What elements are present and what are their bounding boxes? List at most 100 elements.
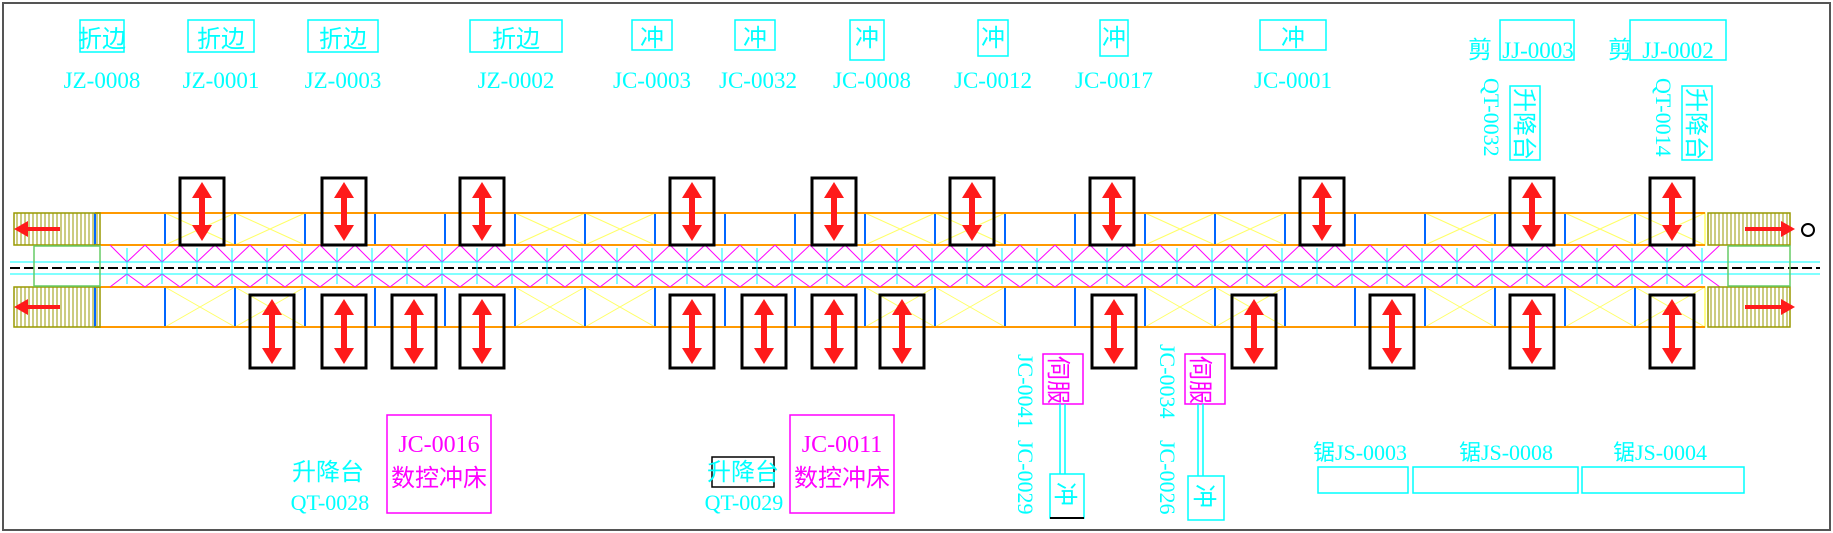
brace [109, 244, 128, 263]
brace [336, 244, 356, 263]
brace [424, 244, 443, 263]
brace [161, 244, 181, 263]
transfer-arrow-head [334, 225, 354, 241]
station-label: 冲 [640, 25, 664, 52]
brace [336, 273, 356, 288]
brace [109, 273, 128, 288]
brace [1351, 244, 1371, 263]
lift-label: 升降台 [707, 459, 779, 486]
cnc-press-name: 数控冲床 [391, 465, 487, 492]
transfer-arrow-head [1522, 225, 1542, 241]
transfer-arrow-head [14, 221, 28, 237]
brace [1666, 244, 1686, 263]
transfer-arrow-head [472, 299, 492, 315]
lift-code: QT-0028 [291, 490, 370, 515]
brace [1229, 244, 1248, 263]
brace [931, 244, 951, 263]
brace [494, 273, 513, 288]
brace [1439, 273, 1458, 288]
station-label-box [1259, 19, 1327, 51]
bay-hatch [1144, 212, 1216, 246]
transfer-arrow-head [404, 299, 424, 315]
brace [1404, 244, 1423, 263]
bottom-lift: 升降台 QT-0029 [705, 456, 783, 515]
transfer-arrow-head [334, 348, 354, 364]
lift-label-box [1681, 85, 1713, 161]
transfer-unit-frame [668, 293, 716, 370]
brace [354, 273, 373, 288]
cnc-press-name: 数控冲床 [794, 465, 890, 492]
cnc-press-box [789, 414, 895, 514]
brace [231, 244, 251, 263]
cnc-press: JC-0016 数控冲床 [386, 414, 492, 514]
transfer-arrow-head [824, 299, 844, 315]
bay-hatch [864, 212, 936, 246]
brace [616, 273, 636, 288]
bay-hatch [1214, 212, 1286, 246]
brace [1316, 244, 1336, 263]
transfer-unit-frame [1088, 176, 1136, 247]
bay-hatch [234, 212, 306, 246]
transfer-unit-frame [458, 293, 506, 370]
shear-code-box [1499, 19, 1575, 61]
transfer-unit-frame [810, 176, 858, 247]
bay-hatch [1144, 286, 1216, 328]
brace [1491, 273, 1511, 288]
station-label: 折边 [197, 26, 245, 53]
brace [179, 273, 198, 288]
station-label: 冲 [1281, 25, 1305, 52]
station-code: JC-0017 [1075, 68, 1153, 93]
brace [1281, 273, 1301, 288]
lift-label: 升降台 [1510, 88, 1537, 160]
transfer-unit-frame [810, 293, 858, 370]
transfer-unit-frame [1230, 293, 1278, 370]
brace [1246, 244, 1266, 263]
saw-labels: 锯JS-0003 锯JS-0008 锯JS-0004 [1313, 440, 1745, 494]
brace [634, 273, 653, 288]
brace [284, 273, 303, 288]
brace [424, 273, 443, 288]
brace [371, 244, 391, 263]
transfer-arrow-head [962, 182, 982, 198]
transfer-units [14, 176, 1795, 370]
brace [1456, 273, 1476, 288]
brace [494, 244, 513, 263]
lift-label-box [711, 456, 775, 488]
brace [686, 244, 706, 263]
brace [529, 244, 548, 263]
brace [1456, 244, 1476, 263]
brace [406, 244, 426, 263]
transfer-arrow-head [754, 348, 774, 364]
brace [599, 273, 618, 288]
servo-label-box [1184, 353, 1226, 405]
brace [1421, 273, 1441, 288]
station-code: JC-0012 [954, 68, 1032, 93]
transfer-unit-frame [668, 176, 716, 247]
brace [949, 244, 968, 263]
transfer-arrow-head [192, 182, 212, 198]
brace [879, 244, 898, 263]
station-label: 冲 [981, 25, 1005, 52]
brace [1474, 273, 1493, 288]
brace [634, 244, 653, 263]
brace [1194, 273, 1213, 288]
end-motor [1801, 223, 1815, 237]
transfer-arrow-head [892, 348, 912, 364]
brace [1071, 273, 1091, 288]
station-label: 冲 [743, 25, 767, 52]
transfer-arrow-head [1312, 182, 1332, 198]
servo-label: 伺服 [1186, 356, 1213, 404]
brace [476, 273, 496, 288]
lift-code: QT-0032 [1479, 78, 1504, 157]
station-label-box [469, 19, 563, 53]
brace [476, 244, 496, 263]
brace [266, 244, 286, 263]
brace [879, 273, 898, 288]
brace [686, 273, 706, 288]
brace [756, 273, 776, 288]
transfer-unit-frame [1648, 176, 1696, 247]
brace [599, 244, 618, 263]
brace [214, 273, 233, 288]
shear-prefix: 剪 [1608, 37, 1632, 64]
brace [1036, 244, 1056, 263]
